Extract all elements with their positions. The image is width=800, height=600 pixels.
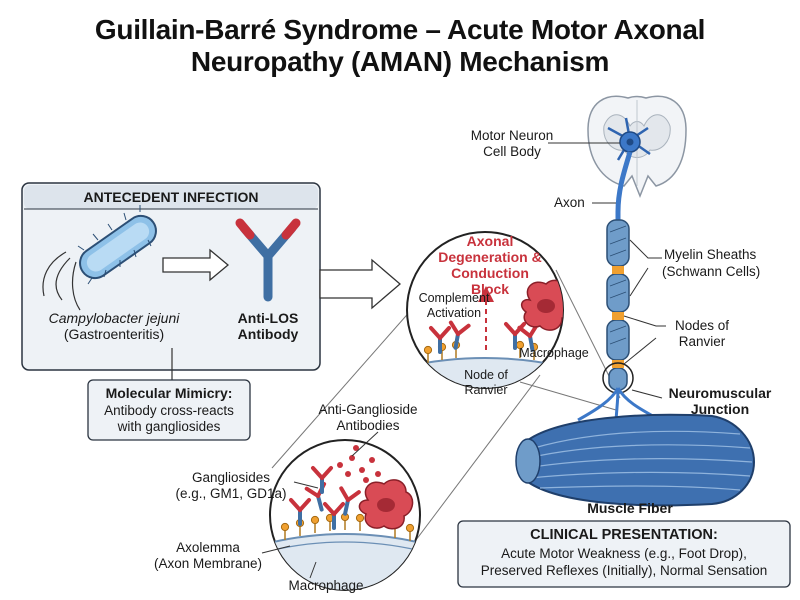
muscle-fiber-label: Muscle Fiber xyxy=(587,500,673,516)
bacterium-note: (Gastroenteritis) xyxy=(63,326,165,342)
antibody-label-line2: Antibody xyxy=(237,326,299,342)
lower-macrophage-label: Macrophage xyxy=(288,578,364,593)
inset-node-label-line2: Ranvier xyxy=(464,383,508,397)
diagram-title-line1: Guillain-Barré Syndrome – Acute Motor Ax… xyxy=(94,14,706,45)
myelin-sheaths xyxy=(606,219,630,391)
clinical-line1: Acute Motor Weakness (e.g., Foot Drop), xyxy=(501,546,747,561)
infection-heading: ANTECEDENT INFECTION xyxy=(83,189,259,205)
inset-node-label-line1: Node of xyxy=(464,368,508,382)
upper-macrophage-label: Macrophage xyxy=(519,346,589,360)
axolemma-label-line1: Axolemma xyxy=(176,540,240,555)
mimicry-line1: Antibody cross-reacts xyxy=(104,403,234,418)
clinical-presentation-box xyxy=(457,520,791,588)
cell-body-label-line2: Cell Body xyxy=(483,144,541,159)
bacterium-name: Campylobacter jejuni xyxy=(48,310,180,326)
antibody-label-line1: Anti-LOS xyxy=(237,310,299,326)
diagram-title-line2: Neuropathy (AMAN) Mechanism xyxy=(190,46,610,77)
clinical-line2: Preserved Reflexes (Initially), Normal S… xyxy=(480,563,768,578)
leader-lines xyxy=(261,142,666,579)
molecular-mimicry-box xyxy=(87,379,251,441)
infection-to-antibody-arrow xyxy=(162,248,230,282)
myelin-label-line1: Myelin Sheaths xyxy=(664,247,757,262)
complement-label-line2: Activation xyxy=(426,306,482,320)
upper-heading-line3: Conduction xyxy=(451,265,529,281)
anti-los-antibody-icon xyxy=(235,218,301,302)
mimicry-heading: Molecular Mimicry: xyxy=(105,385,233,401)
nodes-of-ranvier xyxy=(612,266,624,368)
gangliosides-label-line1: Gangliosides xyxy=(191,470,271,485)
mimicry-line2: with gangliosides xyxy=(117,419,221,434)
anti-ganglioside-label-line1: Anti-Ganglioside xyxy=(318,402,418,417)
myelin-label-line2: (Schwann Cells) xyxy=(662,264,761,279)
nmj-label-line2: Junction xyxy=(690,401,750,417)
upper-heading-line4: Block xyxy=(470,281,510,297)
motor-neuron-cell-body xyxy=(607,117,651,161)
muscle-fiber xyxy=(515,413,756,507)
nodes-label-line1: Nodes of xyxy=(674,318,730,333)
anti-ganglioside-label-line2: Antibodies xyxy=(336,418,400,433)
complement-label-line1: Complement xyxy=(418,291,490,305)
nodes-label-line2: Ranvier xyxy=(678,334,726,349)
lower-inset-circle xyxy=(269,439,421,591)
panel-to-inset-arrow xyxy=(319,258,401,310)
axolemma-label-line2: (Axon Membrane) xyxy=(153,556,263,571)
axon-label: Axon xyxy=(554,195,585,210)
upper-heading-line1: Axonal xyxy=(466,233,514,249)
clinical-heading: CLINICAL PRESENTATION: xyxy=(530,527,718,543)
nmj-label-line1: Neuromuscular xyxy=(668,385,772,401)
campylobacter-bacterium xyxy=(42,205,157,311)
upper-heading-line2: Degeneration & xyxy=(438,249,542,265)
cell-body-label-line1: Motor Neuron xyxy=(470,128,554,143)
axon-fiber xyxy=(615,151,633,388)
gangliosides-label-line2: (e.g., GM1, GD1a) xyxy=(175,486,287,501)
